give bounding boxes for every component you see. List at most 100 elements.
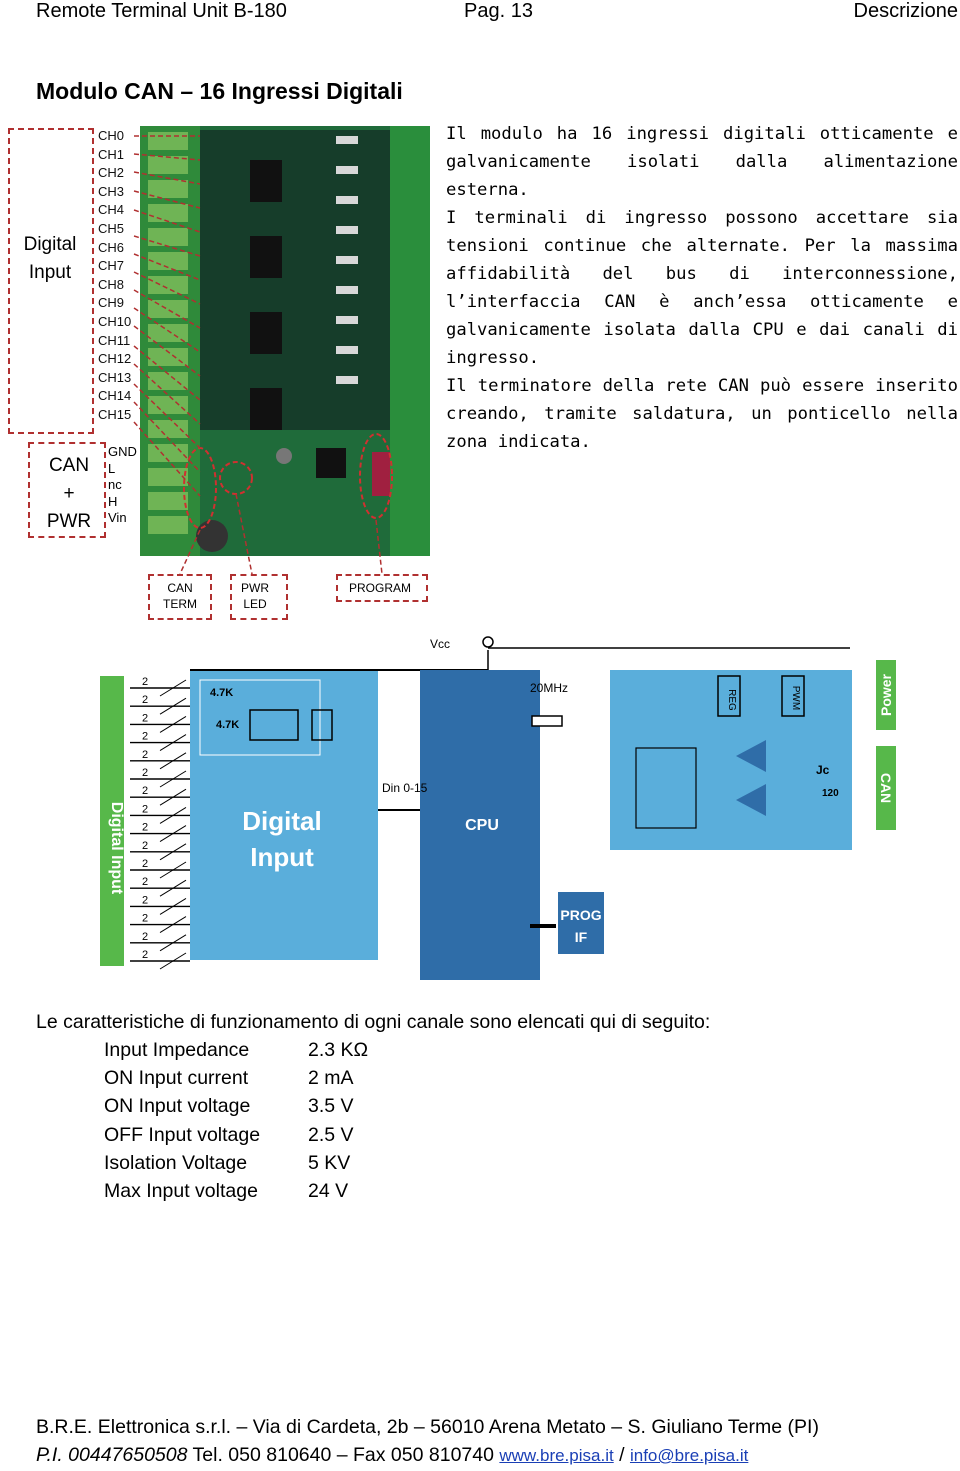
channel-label: CH6 [98, 239, 125, 255]
spec-row: Input Impedance 2.3 KΩ [104, 1039, 368, 1062]
spec-value: 3.5 V [308, 1095, 354, 1118]
input-pin-label: 2 [142, 712, 148, 724]
specs-intro: Le caratteristiche di funzionamento di o… [36, 1011, 711, 1033]
block-label-line2: Input [250, 842, 314, 872]
channel-label: CH4 [98, 202, 125, 218]
reg-label: REG [726, 689, 737, 711]
input-pin-label: 2 [142, 803, 148, 815]
can-transceiver-block [610, 670, 852, 850]
input-pin-slash [159, 752, 187, 770]
can-bar [876, 746, 896, 830]
description-paragraph: Il terminatore della rete CAN può essere… [446, 376, 958, 452]
channel-label: CH14 [98, 388, 132, 404]
spec-value: 2.5 V [308, 1123, 354, 1146]
program-tag-box [336, 574, 428, 602]
channel-label: CH9 [98, 295, 125, 311]
footer-vat: P.I. 00447650508 [36, 1444, 188, 1466]
input-pin-label: 2 [142, 913, 148, 925]
section-title: Modulo CAN – 16 Ingressi Digitali [36, 78, 403, 104]
channel-label: CH3 [98, 183, 125, 199]
pin-label: L [108, 460, 116, 476]
pin-label: GND [108, 444, 137, 459]
input-pin-slash [159, 806, 187, 824]
power-bar [876, 660, 896, 730]
side-label-can: CAN [878, 773, 894, 803]
can-driver-symbol [736, 740, 766, 772]
spec-label: ON Input current [104, 1067, 249, 1090]
channel-label: CH10 [98, 313, 132, 329]
resistor-120-label: 120 [822, 788, 839, 799]
board-photo [140, 126, 430, 556]
prog-label-line1: PROG [560, 907, 601, 923]
cpu-block [420, 670, 540, 980]
cpu-label: CPU [465, 817, 499, 834]
spec-label: Isolation Voltage [104, 1151, 248, 1174]
program-tag: PROGRAM [348, 581, 411, 595]
can-pwr-label: CAN+PWR [46, 455, 92, 532]
input-pin-slash [159, 879, 187, 897]
pin-label: Vin [108, 510, 127, 525]
email-link[interactable]: info@bre.pisa.it [629, 1446, 749, 1465]
spec-label: OFF Input voltage [104, 1123, 261, 1146]
channel-list: CH0 CH1 CH2 CH3 CH4 CH5 CH6 CH7 CH8 CH9 … [98, 127, 131, 425]
channel-label: CH5 [98, 220, 125, 236]
channel-label: CH1 [98, 146, 125, 162]
input-pin-slash [159, 770, 187, 788]
doc-header-left: Remote Terminal Unit B-180 [36, 0, 287, 22]
resistor-label: 4.7K [216, 719, 239, 731]
channel-label: CH8 [98, 276, 125, 292]
input-pin-slash [159, 934, 187, 952]
footer-address: B.R.E. Elettronica s.r.l. – Via di Carde… [36, 1416, 819, 1438]
website-link[interactable]: www.bre.pisa.it [499, 1446, 614, 1465]
spec-row: ON Input current 2 mA [104, 1067, 354, 1090]
input-pin-slash [159, 697, 187, 715]
input-pin-label: 2 [142, 894, 148, 906]
jc-label: Jc [816, 763, 830, 777]
spec-value: 24 V [308, 1180, 349, 1202]
footer-separator: / [613, 1444, 630, 1466]
input-pin-slash [159, 788, 187, 806]
channel-label: CH2 [98, 165, 125, 181]
pin-label: nc [108, 477, 122, 492]
footer-phone-fax: Tel. 050 810640 – Fax 050 810740 [187, 1444, 500, 1466]
input-pin-slash [159, 715, 187, 733]
block-label-line1: Digital [242, 806, 321, 836]
spec-value: 2.3 KΩ [308, 1039, 369, 1061]
spec-label: Max Input voltage [104, 1180, 258, 1202]
crystal-symbol [531, 715, 563, 727]
resistor-label: 4.7K [210, 687, 233, 699]
spec-value: 2 mA [308, 1067, 354, 1090]
channel-label: CH15 [98, 406, 132, 422]
side-label-power: Power [878, 673, 894, 716]
channel-label: CH12 [98, 351, 132, 367]
spec-label: ON Input voltage [104, 1095, 251, 1118]
can-term-tag-box [148, 574, 212, 620]
pwr-led-tag-box [230, 574, 288, 620]
input-pin-slash [159, 952, 187, 970]
input-pin-slash [159, 825, 187, 843]
digital-input-bar [100, 676, 124, 966]
input-pin-label: 2 [142, 931, 148, 943]
optocoupler-symbol [249, 709, 299, 741]
channel-label: CH7 [98, 258, 125, 274]
input-pin-slash [159, 679, 187, 697]
power-pin-list: GND L nc H Vin [108, 444, 137, 527]
prog-if-block [558, 892, 604, 954]
footer-contacts: P.I. 00447650508 Tel. 050 810640 – Fax 0… [36, 1444, 748, 1467]
channel-label: CH11 [98, 332, 131, 348]
channel-label: CH0 [98, 128, 125, 143]
input-pin-label: 2 [142, 694, 148, 706]
input-pin-label: 2 [142, 840, 148, 852]
crystal-label: 20MHz [530, 681, 568, 695]
input-pin-label: 2 [142, 949, 148, 961]
input-pin-label: 2 [142, 785, 148, 797]
input-pin-label: 2 [142, 858, 148, 870]
channel-label: CH13 [98, 369, 132, 385]
description-paragraph: I terminali di ingresso possono accettar… [446, 208, 958, 368]
digital-input-group-box [8, 128, 94, 434]
spec-label: Input Impedance [104, 1039, 250, 1061]
input-pin-slash [159, 897, 187, 915]
